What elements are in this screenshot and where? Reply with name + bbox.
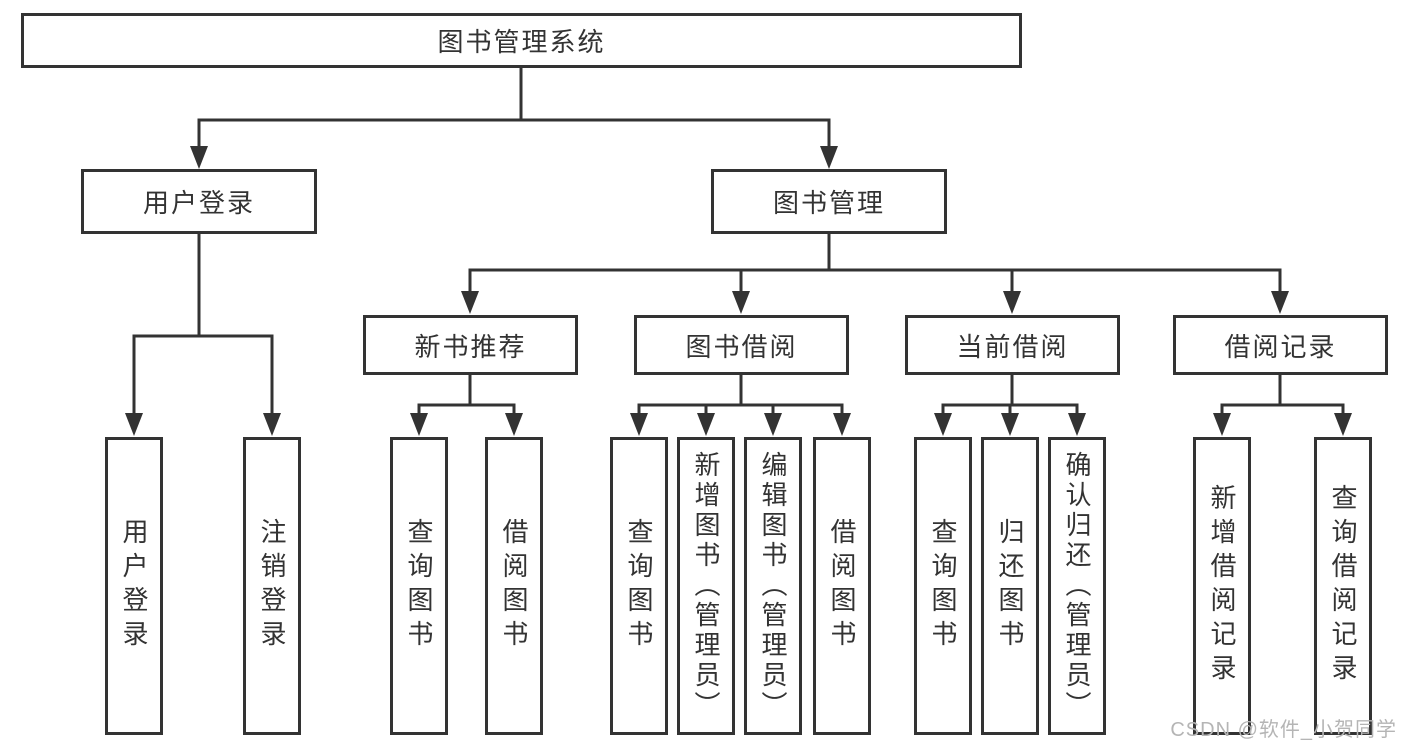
- leaf-borrow-edit-books-admin: 编辑图书（管理员）: [744, 437, 802, 735]
- leaf-recommend-borrow-books-label: 借阅图书: [499, 518, 529, 654]
- node-book-management: 图书管理: [711, 169, 947, 234]
- node-user-login-label: 用户登录: [142, 188, 255, 218]
- node-root: 图书管理系统: [21, 13, 1022, 68]
- leaf-current-query-books-label: 查询图书: [928, 518, 958, 654]
- leaf-borrow-query-books: 查询图书: [610, 437, 668, 735]
- leaf-logout: 注销登录: [243, 437, 301, 735]
- node-user-login: 用户登录: [81, 169, 317, 234]
- leaf-records-add-record-label: 新增借阅记录: [1207, 484, 1237, 688]
- node-book-borrow: 图书借阅: [634, 315, 849, 375]
- leaf-records-query-record: 查询借阅记录: [1314, 437, 1372, 735]
- connector-book-borrow-branch: [630, 375, 851, 436]
- connector-new-book-recommend-branch: [410, 375, 523, 436]
- leaf-records-add-record: 新增借阅记录: [1193, 437, 1251, 735]
- leaf-current-return-books-label: 归还图书: [995, 518, 1025, 654]
- leaf-borrow-edit-books-admin-label: 编辑图书（管理员）: [758, 451, 788, 721]
- node-root-label: 图书管理系统: [437, 27, 606, 57]
- node-borrow-records: 借阅记录: [1173, 315, 1388, 375]
- leaf-borrow-borrow-books-label: 借阅图书: [827, 518, 857, 654]
- leaf-current-confirm-return-admin-label: 确认归还（管理员）: [1062, 451, 1092, 721]
- node-current-borrow-label: 当前借阅: [956, 331, 1069, 362]
- connector-user-login-branch: [125, 234, 281, 436]
- leaf-user-login: 用户登录: [105, 437, 163, 735]
- node-book-borrow-label: 图书借阅: [685, 331, 798, 362]
- leaf-borrow-query-books-label: 查询图书: [624, 518, 654, 654]
- leaf-user-login-label: 用户登录: [119, 518, 149, 654]
- leaf-current-confirm-return-admin: 确认归还（管理员）: [1048, 437, 1106, 735]
- leaf-recommend-borrow-books: 借阅图书: [485, 437, 543, 735]
- leaf-recommend-query-books: 查询图书: [390, 437, 448, 735]
- node-new-book-recommend-label: 新书推荐: [414, 331, 527, 362]
- node-current-borrow: 当前借阅: [905, 315, 1120, 375]
- leaf-logout-label: 注销登录: [257, 518, 287, 654]
- node-new-book-recommend: 新书推荐: [363, 315, 578, 375]
- connector-root-to-level2: [190, 68, 838, 169]
- leaf-borrow-borrow-books: 借阅图书: [813, 437, 871, 735]
- leaf-records-query-record-label: 查询借阅记录: [1328, 484, 1358, 688]
- connector-current-borrow-branch: [934, 375, 1086, 436]
- connector-borrow-records-branch: [1213, 375, 1352, 436]
- csdn-watermark: CSDN @软件_小贺同学: [1170, 719, 1397, 741]
- leaf-borrow-add-books-admin: 新增图书（管理员）: [677, 437, 735, 735]
- node-book-management-label: 图书管理: [772, 188, 885, 218]
- leaf-recommend-query-books-label: 查询图书: [404, 518, 434, 654]
- connector-book-management-branch: [461, 234, 1289, 314]
- leaf-current-query-books: 查询图书: [914, 437, 972, 735]
- leaf-current-return-books: 归还图书: [981, 437, 1039, 735]
- node-borrow-records-label: 借阅记录: [1224, 331, 1337, 362]
- leaf-borrow-add-books-admin-label: 新增图书（管理员）: [691, 451, 721, 721]
